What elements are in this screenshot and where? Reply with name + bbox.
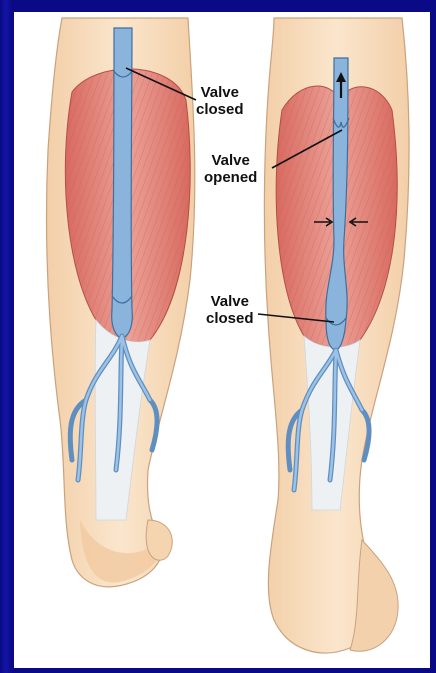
label-valve-closed-bottom: Valve closed (206, 293, 254, 327)
label-valve-opened: Valve opened (204, 152, 257, 186)
label-valve-closed-top: Valve closed (196, 84, 244, 118)
right-leg (264, 18, 409, 653)
left-toes (146, 520, 172, 560)
left-leg (47, 18, 195, 587)
